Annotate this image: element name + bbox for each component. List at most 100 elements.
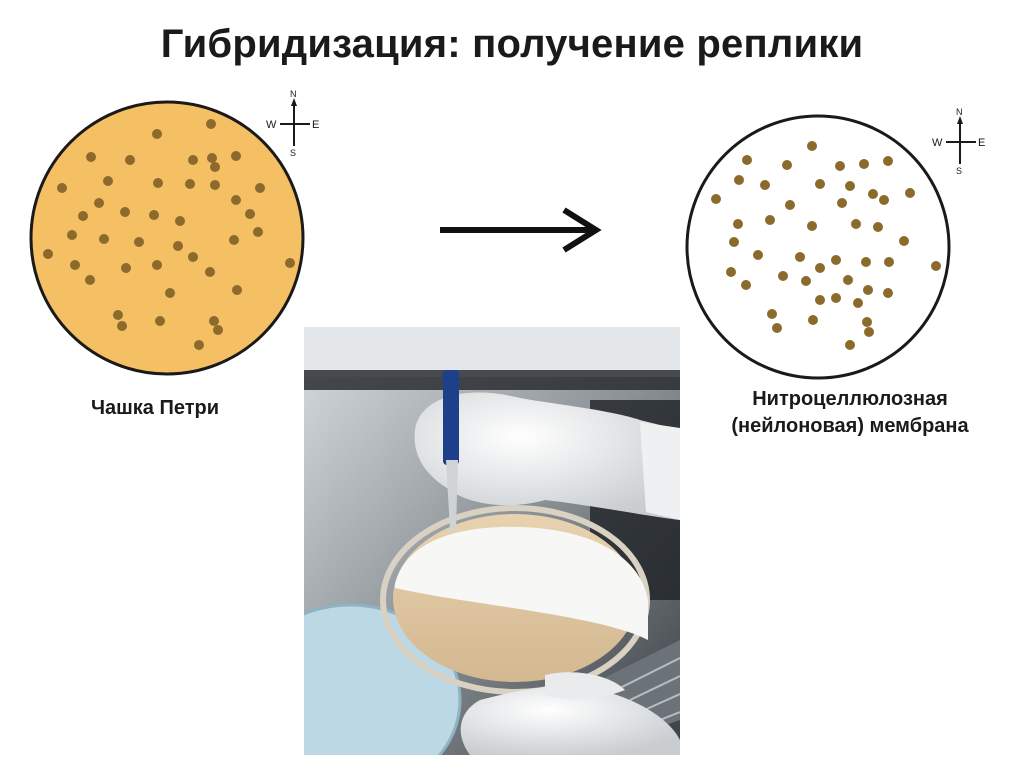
colony-dot (884, 257, 894, 267)
colony-dot (173, 241, 183, 251)
colony-dot (726, 267, 736, 277)
colony-dot (94, 198, 104, 208)
colony-dot (125, 155, 135, 165)
colony-dot (210, 162, 220, 172)
colony-dot (86, 152, 96, 162)
colony-dot (134, 237, 144, 247)
nitrocellulose-membrane (687, 116, 949, 378)
colony-dot (742, 155, 752, 165)
colony-dot (899, 236, 909, 246)
colony-dot (853, 298, 863, 308)
colony-dot (43, 249, 53, 259)
colony-dot (815, 295, 825, 305)
membrane-label-line1: Нитроцеллюлозная (690, 386, 1010, 413)
colony-dot (207, 153, 217, 163)
colony-dot (883, 288, 893, 298)
colony-dot (772, 323, 782, 333)
colony-dot (905, 188, 915, 198)
colony-dot (765, 215, 775, 225)
compass-rose-icon: N W E S (266, 89, 319, 158)
colony-dot (851, 219, 861, 229)
colony-dot (152, 260, 162, 270)
colony-dot (807, 141, 817, 151)
compass-west-letter: W (266, 119, 277, 131)
colony-dot (188, 252, 198, 262)
colony-dot (868, 189, 878, 199)
colony-dot (795, 252, 805, 262)
colony-dot (815, 263, 825, 273)
colony-dot (205, 267, 215, 277)
colony-dot (194, 340, 204, 350)
compass-south-letter: S (290, 148, 296, 158)
compass-west-letter: W (932, 137, 943, 149)
colony-dot (245, 209, 255, 219)
compass-rose-icon: N W E S (932, 107, 985, 176)
colony-dot (231, 151, 241, 161)
colony-dot (711, 194, 721, 204)
membrane-label-line2: (нейлоновая) мембрана (690, 413, 1010, 440)
colony-dot (734, 175, 744, 185)
colony-dot (845, 340, 855, 350)
colony-dot (733, 219, 743, 229)
compass-south-letter: S (956, 166, 962, 176)
colony-dot (863, 285, 873, 295)
colony-dot (231, 195, 241, 205)
compass-north-letter: N (956, 107, 963, 117)
colony-dot (831, 293, 841, 303)
colony-dot (67, 230, 77, 240)
colony-dot (175, 216, 185, 226)
colony-dot (778, 271, 788, 281)
compass-east-letter: E (312, 119, 319, 131)
petri-dish (31, 102, 303, 374)
colony-dot (835, 161, 845, 171)
colony-dot (767, 309, 777, 319)
colony-dot (153, 178, 163, 188)
colony-dot (862, 317, 872, 327)
colony-dot (753, 250, 763, 260)
colony-dot (801, 276, 811, 286)
colony-dot (188, 155, 198, 165)
petri-dish-label: Чашка Петри (60, 395, 250, 422)
colony-dot (864, 327, 874, 337)
colony-dot (861, 257, 871, 267)
colony-dot (873, 222, 883, 232)
colony-dot (931, 261, 941, 271)
colony-dot (210, 180, 220, 190)
colony-dot (285, 258, 295, 268)
colony-dot (232, 285, 242, 295)
colony-dot (883, 156, 893, 166)
arrow-right-icon (440, 210, 596, 250)
colony-dot (152, 129, 162, 139)
colony-dot (113, 310, 123, 320)
colony-dot (808, 315, 818, 325)
colony-dot (185, 179, 195, 189)
colony-dot (165, 288, 175, 298)
lab-photo (240, 327, 680, 767)
colony-dot (255, 183, 265, 193)
membrane-label: Нитроцеллюлозная (нейлоновая) мембрана (690, 386, 1010, 440)
compass-north-letter: N (290, 89, 297, 99)
colony-dot (99, 234, 109, 244)
colony-dot (70, 260, 80, 270)
colony-dot (859, 159, 869, 169)
compass-east-letter: E (978, 137, 985, 149)
colony-dot (85, 275, 95, 285)
colony-dot (155, 316, 165, 326)
colony-dot (843, 275, 853, 285)
colony-dot (785, 200, 795, 210)
colony-dot (213, 325, 223, 335)
colony-dot (807, 221, 817, 231)
colony-dot (815, 179, 825, 189)
colony-dot (837, 198, 847, 208)
colony-dot (729, 237, 739, 247)
colony-dot (117, 321, 127, 331)
colony-dot (121, 263, 131, 273)
colony-dot (149, 210, 159, 220)
colony-dot (206, 119, 216, 129)
colony-dot (845, 181, 855, 191)
colony-dot (78, 211, 88, 221)
colony-dot (120, 207, 130, 217)
colony-dot (103, 176, 113, 186)
colony-dot (229, 235, 239, 245)
